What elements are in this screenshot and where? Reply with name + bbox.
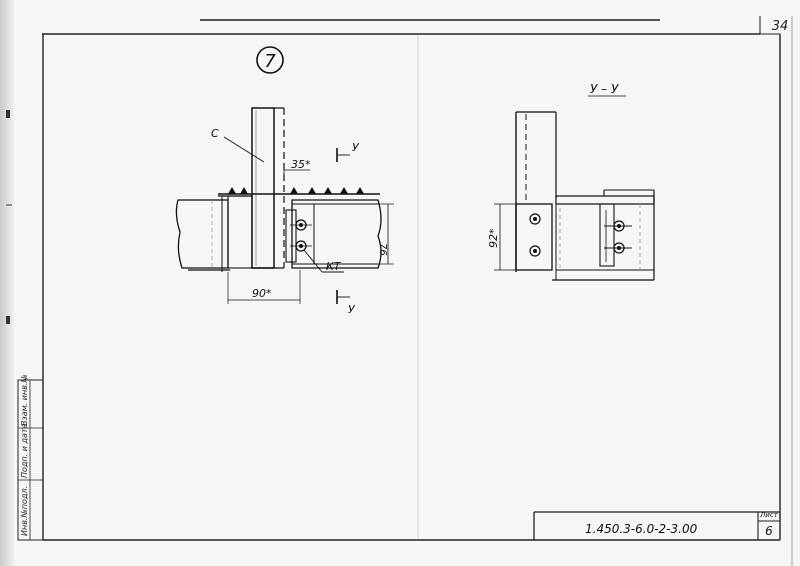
stamp-field-signature-date: Подп. и дата xyxy=(20,423,29,479)
scan-binding-edge xyxy=(0,0,14,566)
dim-top-offset: 35* xyxy=(291,158,311,171)
connection-plate xyxy=(285,209,297,263)
section-label-bottom: У xyxy=(348,303,356,316)
bolt xyxy=(529,245,541,257)
detail-number: 7 xyxy=(264,51,276,72)
sheet-label: Лист xyxy=(760,511,778,519)
dim-height-right: 76 xyxy=(377,243,388,256)
section-plate xyxy=(515,203,553,271)
dim-section-height: 92* xyxy=(487,228,500,248)
beam-right-cut xyxy=(291,199,382,269)
dim-bottom-offset: 90* xyxy=(252,287,272,300)
section-title: У – У xyxy=(590,82,619,96)
column-c xyxy=(251,107,275,269)
stamp-field-original-inventory: Инв.№подл. xyxy=(20,485,29,536)
approval-stamp xyxy=(17,379,44,541)
stamp-field-replacement-inventory: Взам. инв.№ xyxy=(20,374,29,426)
section-label-top: У xyxy=(352,141,360,154)
weld-marks xyxy=(228,187,364,194)
detail-marker-circle xyxy=(256,46,284,74)
label-kt: КТ xyxy=(326,260,342,273)
beam-left-cut xyxy=(175,199,229,269)
bolt xyxy=(529,213,541,225)
label-column: С xyxy=(211,127,219,140)
sheet-number: 6 xyxy=(765,524,773,538)
punch-mark xyxy=(6,110,10,118)
punch-mark xyxy=(6,316,10,324)
leader-c xyxy=(223,136,265,163)
leader-kt xyxy=(303,249,323,273)
section-beam-flange-top xyxy=(555,195,655,205)
page-number: 34 xyxy=(771,19,789,34)
drawing-code: 1.450.3-6.0-2-3.00 xyxy=(585,522,698,536)
section-angle xyxy=(599,203,615,267)
